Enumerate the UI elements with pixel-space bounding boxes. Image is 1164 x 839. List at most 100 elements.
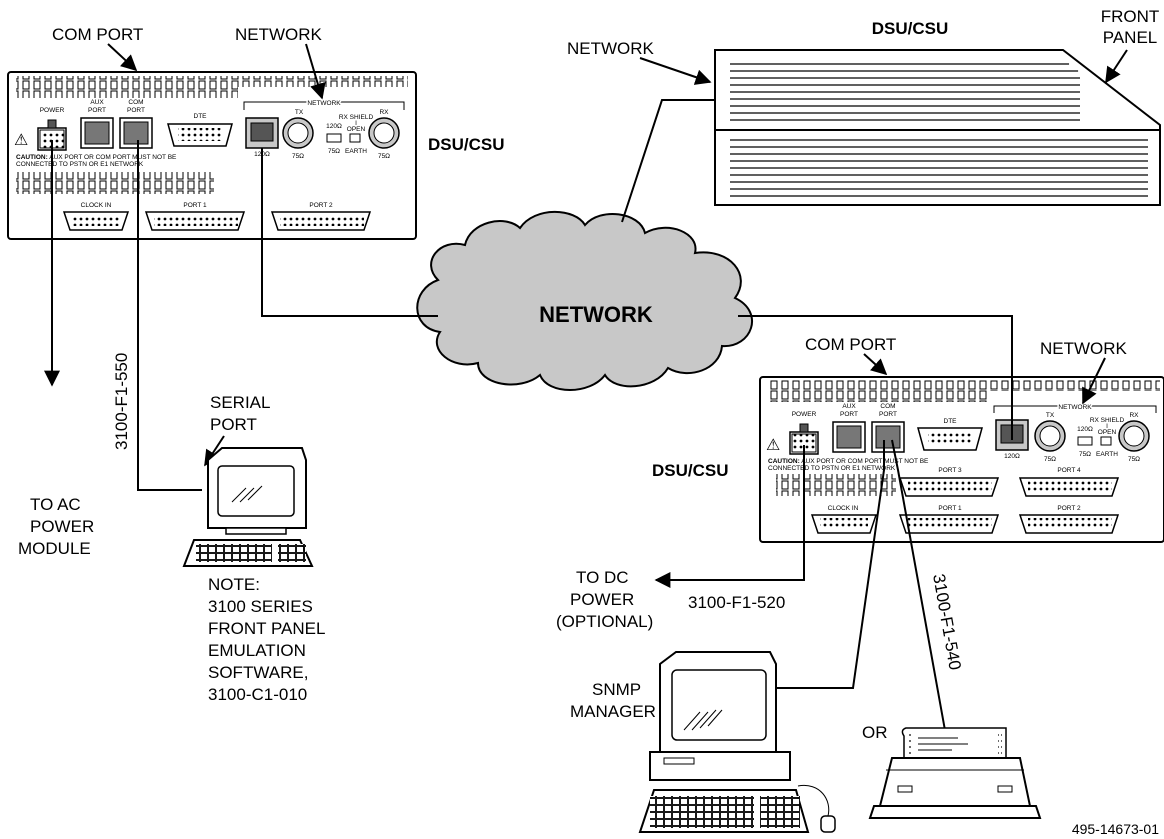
cable-right-power-dc: [654, 445, 805, 588]
front-panel-label-line1: FRONT: [1101, 7, 1160, 26]
left-rx-75-label: 75Ω: [378, 153, 390, 160]
left-rxshield-1: RX SHIELD: [339, 114, 374, 121]
left-dte-label: DTE: [194, 113, 208, 120]
right-network-bracket: [993, 405, 1157, 413]
right-clock-in-label: CLOCK IN: [828, 505, 859, 512]
to-dc-label-1: TO DC: [576, 568, 629, 587]
right-rear-panel: ⚠ POWER AUX PORT COM PORT DTE NETWORK 12…: [759, 376, 1164, 543]
figure-id: 495-14673-01: [1072, 821, 1159, 837]
to-dc-label-2: POWER: [570, 590, 634, 609]
snmp-manager-computer: [638, 651, 836, 833]
right-port4-label: PORT 4: [1057, 467, 1081, 474]
cable-540-label: 3100-F1-540: [929, 572, 965, 671]
to-ac-label-1: TO AC: [30, 495, 81, 514]
printer: [868, 727, 1042, 819]
right-switch-120-label: 120Ω: [1077, 426, 1093, 433]
mouse-cable: [797, 784, 830, 817]
cable-cloud-to-right-network: [738, 315, 1013, 440]
serial-pc-terminal: [182, 447, 314, 567]
left-aux-label-1: AUX: [90, 99, 104, 106]
cable-left-com-serial: [137, 140, 202, 491]
right-vent-row-2: [768, 391, 990, 402]
cable-cloud-to-front-panel: [621, 99, 715, 223]
right-network-label: NETWORK: [1058, 404, 1092, 411]
network-cloud-label: NETWORK: [539, 302, 653, 327]
left-com-port-arrow: [107, 43, 138, 72]
front-panel-dsu-csu: [714, 49, 1161, 206]
right-earth-label: EARTH: [1096, 451, 1118, 458]
network-arrow-label: NETWORK: [567, 39, 655, 58]
note-line-2: 3100 SERIES: [208, 597, 313, 616]
right-com-label-2: PORT: [879, 411, 897, 418]
note-line-3: FRONT PANEL: [208, 619, 325, 638]
right-tx-75-label: 75Ω: [1044, 456, 1056, 463]
note-line-4: EMULATION: [208, 641, 306, 660]
right-vent-row-4: [776, 485, 896, 496]
cable-550-label: 3100-F1-550: [112, 353, 131, 450]
left-tx-label: TX: [295, 109, 304, 116]
right-com-port-title: COM PORT: [805, 335, 896, 354]
right-rx-label: RX: [1129, 412, 1139, 419]
right-caution-text-1: CAUTION: AUX PORT OR COM PORT MUST NOT B…: [768, 458, 929, 465]
left-vent-row-1: [16, 76, 408, 87]
front-panel-arrow: [1105, 49, 1128, 84]
right-rxshield-2: I: [1106, 423, 1108, 430]
left-rxshield-2: I: [355, 120, 357, 127]
right-com-port-arrow: [863, 353, 888, 376]
left-power-label: POWER: [40, 107, 65, 114]
left-earth-label: EARTH: [345, 148, 367, 155]
left-caution-text-2: CONNECTED TO PSTN OR E1 NETWORK: [16, 161, 144, 168]
right-120-label: 120Ω: [1004, 453, 1020, 460]
right-switch-75-label: 75Ω: [1079, 451, 1091, 458]
cable-right-com-snmp: [774, 440, 885, 689]
left-com-label-2: PORT: [127, 107, 145, 114]
right-tx-label: TX: [1046, 412, 1055, 419]
right-dte-label: DTE: [944, 418, 958, 425]
left-rx-label: RX: [379, 109, 389, 116]
right-port1-label: PORT 1: [938, 505, 962, 512]
left-network-label: NETWORK: [307, 100, 341, 107]
left-com-label-1: COM: [128, 99, 143, 106]
right-network-arrow: [1082, 357, 1106, 405]
note-line-6: 3100-C1-010: [208, 685, 307, 704]
left-clock-in-label: CLOCK IN: [81, 202, 112, 209]
right-caution-icon: ⚠: [766, 435, 780, 454]
right-com-label-1: COM: [880, 403, 895, 410]
left-rear-panel: ⚠ POWER AUX PORT COM PORT DTE NETWORK 12…: [7, 71, 417, 240]
left-network-title: NETWORK: [235, 25, 323, 44]
left-caution-text-1: CAUTION: AUX PORT OR COM PORT MUST NOT B…: [16, 154, 177, 161]
left-rxshield-3: OPEN: [347, 126, 366, 133]
left-switch-75-label: 75Ω: [328, 148, 340, 155]
front-panel-unit-label: DSU/CSU: [872, 19, 949, 38]
note-line-1: NOTE:: [208, 575, 260, 594]
left-network-arrow: [305, 43, 326, 100]
right-port3-label: PORT 3: [938, 467, 962, 474]
left-unit-label: DSU/CSU: [428, 135, 505, 154]
note-line-5: SOFTWARE,: [208, 663, 308, 682]
to-ac-label-3: MODULE: [18, 539, 91, 558]
left-port2-label: PORT 2: [309, 202, 333, 209]
left-vent-row-4: [16, 183, 214, 194]
right-power-label: POWER: [792, 411, 817, 418]
right-vent-row-1: [768, 380, 1160, 391]
cable-520-label: 3100-F1-520: [688, 593, 785, 612]
snmp-label-1: SNMP: [592, 680, 641, 699]
left-port1-label: PORT 1: [183, 202, 207, 209]
right-rx-75-label: 75Ω: [1128, 456, 1140, 463]
serial-port-label-2: PORT: [210, 415, 257, 434]
mouse-icon: [820, 815, 836, 833]
snmp-label-2: MANAGER: [570, 702, 656, 721]
left-com-port-title: COM PORT: [52, 25, 143, 44]
right-caution-text-2: CONNECTED TO PSTN OR E1 NETWORK: [768, 465, 896, 472]
left-vent-row-2: [16, 87, 238, 98]
network-arrow: [639, 57, 712, 85]
right-rxshield-3: OPEN: [1098, 429, 1117, 436]
right-rxshield-1: RX SHIELD: [1090, 417, 1125, 424]
right-aux-label-2: PORT: [840, 411, 858, 418]
right-aux-label-1: AUX: [842, 403, 856, 410]
left-tx-75-label: 75Ω: [292, 153, 304, 160]
cable-right-com-printer: [891, 439, 951, 759]
cable-left-network: [261, 148, 438, 317]
left-caution-icon: ⚠: [14, 130, 28, 149]
left-switch-120-label: 120Ω: [326, 123, 342, 130]
